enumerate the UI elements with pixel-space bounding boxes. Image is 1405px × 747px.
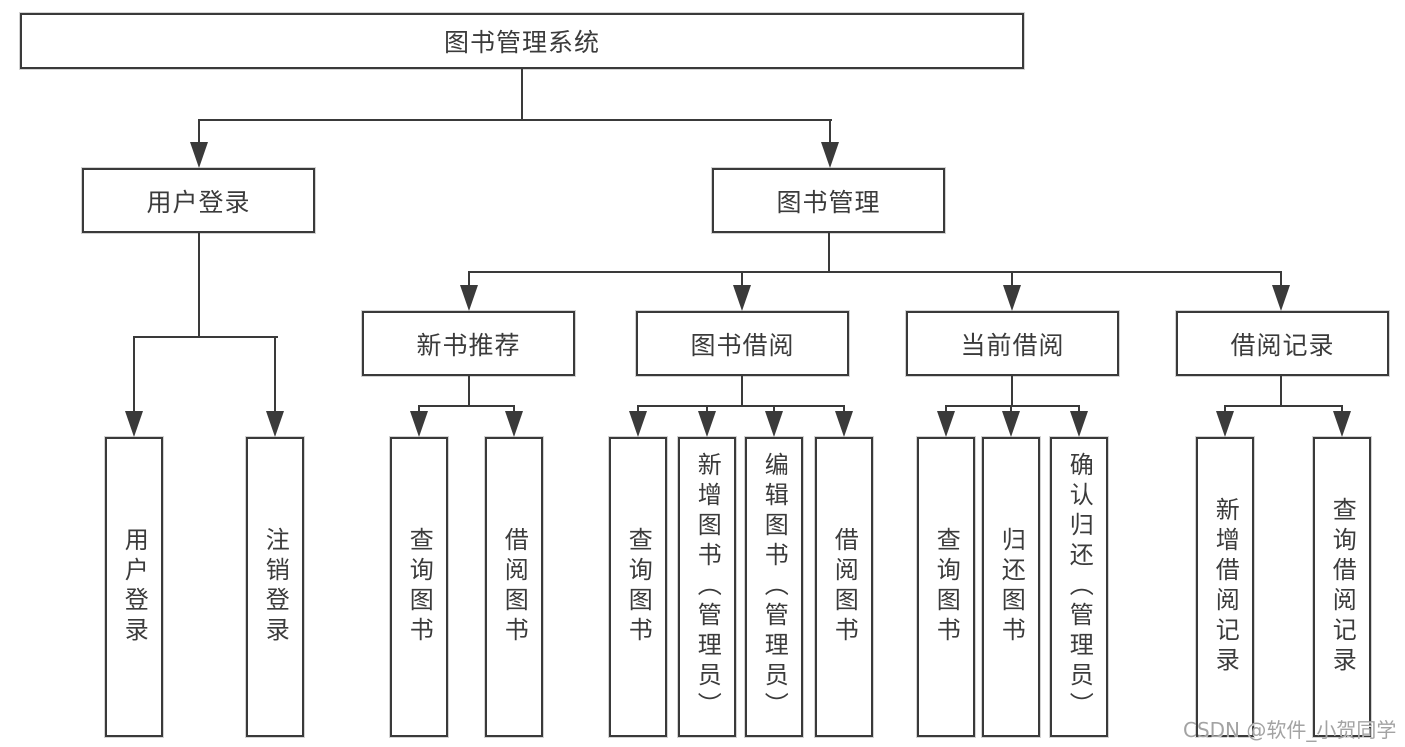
arrow-down-icon xyxy=(698,411,716,437)
arrow-down-icon xyxy=(190,142,208,168)
arrow-down-icon xyxy=(1070,411,1088,437)
node-label: 图书借阅 xyxy=(690,330,795,360)
node-label: 用户登录 xyxy=(120,527,149,647)
connector-line xyxy=(741,376,743,407)
node-label: 新书推荐 xyxy=(416,330,521,360)
leaf-return-books: 归还图书 xyxy=(982,437,1040,737)
arrow-down-icon xyxy=(1272,285,1290,311)
node-label: 新增借阅记录 xyxy=(1211,497,1240,677)
connector-line xyxy=(1011,376,1013,407)
arrow-down-icon xyxy=(1003,285,1021,311)
connector-line xyxy=(828,233,830,272)
arrow-down-icon xyxy=(937,411,955,437)
connector-line xyxy=(468,273,470,287)
node-book-borrowing: 图书借阅 xyxy=(636,311,849,376)
arrow-down-icon xyxy=(821,142,839,168)
connector-line xyxy=(198,233,200,337)
connector-line xyxy=(741,273,743,287)
leaf-edit-books-admin: 编辑图书（管理员） xyxy=(745,437,803,737)
arrow-down-icon xyxy=(765,411,783,437)
node-current-borrowing: 当前借阅 xyxy=(906,311,1119,376)
connector-line xyxy=(829,121,831,146)
node-label: 归还图书 xyxy=(997,527,1026,647)
node-label: 图书管理 xyxy=(776,187,881,217)
connector-line xyxy=(133,338,135,416)
leaf-user-login: 用户登录 xyxy=(105,437,163,737)
leaf-borrow-books-borrowing: 借阅图书 xyxy=(815,437,873,737)
arrow-down-icon xyxy=(505,411,523,437)
node-label: 图书管理系统 xyxy=(443,28,600,57)
node-label: 新增图书（管理员） xyxy=(693,452,722,722)
connector-line xyxy=(1280,376,1282,407)
node-book-management: 图书管理 xyxy=(712,168,945,233)
connector-line xyxy=(418,405,515,407)
node-label: 用户登录 xyxy=(146,187,251,217)
connector-line xyxy=(133,336,278,338)
connector-line xyxy=(468,271,1282,273)
leaf-logout-login: 注销登录 xyxy=(246,437,304,737)
connector-line xyxy=(1224,405,1343,407)
node-label: 借阅记录 xyxy=(1230,330,1335,360)
node-label: 借阅图书 xyxy=(830,527,859,647)
node-label: 编辑图书（管理员） xyxy=(760,452,789,722)
node-label: 当前借阅 xyxy=(960,330,1065,360)
csdn-watermark: CSDN @软件_小贺同学 xyxy=(1183,718,1397,742)
arrow-down-icon xyxy=(1216,411,1234,437)
node-label: 借阅图书 xyxy=(500,527,529,647)
arrow-down-icon xyxy=(733,285,751,311)
leaf-add-borrow-record: 新增借阅记录 xyxy=(1196,437,1254,737)
node-borrowing-records: 借阅记录 xyxy=(1176,311,1389,376)
connector-line xyxy=(637,405,845,407)
leaf-query-books-borrowing: 查询图书 xyxy=(609,437,667,737)
node-new-book-recommendation: 新书推荐 xyxy=(362,311,575,376)
connector-line xyxy=(1011,273,1013,287)
node-label: 查询借阅记录 xyxy=(1328,497,1357,677)
connector-line xyxy=(945,405,1080,407)
node-label: 查询图书 xyxy=(405,527,434,647)
node-label: 查询图书 xyxy=(932,527,961,647)
node-library-management-system: 图书管理系统 xyxy=(20,13,1024,69)
connector-line xyxy=(198,119,832,121)
node-user-login: 用户登录 xyxy=(82,168,315,233)
leaf-confirm-return-admin: 确认归还（管理员） xyxy=(1050,437,1108,737)
connector-line xyxy=(521,69,523,121)
leaf-add-books-admin: 新增图书（管理员） xyxy=(678,437,736,737)
connector-line xyxy=(274,338,276,416)
connector-line xyxy=(1280,273,1282,287)
arrow-down-icon xyxy=(266,411,284,437)
arrow-down-icon xyxy=(410,411,428,437)
node-label: 确认归还（管理员） xyxy=(1065,452,1094,722)
arrow-down-icon xyxy=(460,285,478,311)
node-label: 查询图书 xyxy=(624,527,653,647)
arrow-down-icon xyxy=(125,411,143,437)
connector-line xyxy=(468,376,470,407)
leaf-query-books-recommend: 查询图书 xyxy=(390,437,448,737)
arrow-down-icon xyxy=(629,411,647,437)
leaf-query-books-current: 查询图书 xyxy=(917,437,975,737)
leaf-borrow-books-recommend: 借阅图书 xyxy=(485,437,543,737)
node-label: 注销登录 xyxy=(261,527,290,647)
arrow-down-icon xyxy=(835,411,853,437)
arrow-down-icon xyxy=(1333,411,1351,437)
leaf-query-borrow-record: 查询借阅记录 xyxy=(1313,437,1371,737)
arrow-down-icon xyxy=(1002,411,1020,437)
connector-line xyxy=(198,121,200,146)
